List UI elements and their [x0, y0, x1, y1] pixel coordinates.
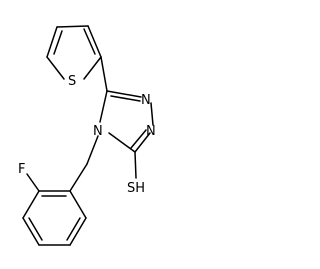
bond-thiophene-triazole — [100, 56, 108, 92]
bond-c3-c4 — [56, 25, 89, 28]
bond-n2-c3 — [134, 132, 151, 153]
fluorine-label: F — [18, 162, 25, 177]
bond-s-c2 — [83, 56, 102, 80]
bond-ch2-ring — [69, 163, 88, 192]
benzene-ring — [22, 190, 87, 246]
bond-c4-c5 — [46, 26, 58, 58]
bond-c3-n4 — [108, 132, 136, 153]
bond-c5-n1 — [106, 90, 142, 98]
structure-canvas: S N N N SH F — [18, 25, 156, 246]
bond-b2-b3 — [22, 190, 40, 219]
bond-c2-c3 — [87, 25, 102, 58]
thiophene-ring — [46, 25, 102, 80]
bond-n4-ch2 — [86, 135, 99, 165]
bond-b6-b1 — [69, 190, 87, 219]
bond-c3-sh — [134, 151, 137, 179]
triazole-ring — [99, 90, 154, 153]
bond-c5-n1-double — [110, 95, 141, 102]
bond-c5-s — [46, 56, 65, 80]
bond-n2-c3-double — [130, 129, 147, 149]
triazole-n4-label: N — [93, 124, 103, 139]
bond-b2-f — [26, 173, 40, 192]
bond-c2-c3-double — [83, 28, 96, 55]
bond-n1-n2 — [150, 102, 154, 126]
thiophene-sulfur-label: S — [68, 74, 76, 89]
thiol-label: SH — [127, 181, 145, 196]
molecule-drawing: S N N N SH F — [18, 25, 156, 246]
bond-c4-c5-double — [53, 30, 63, 55]
bond-b3-b4 — [22, 217, 40, 246]
bond-b3-b4-double — [28, 217, 43, 241]
triazole-n1-label: N — [141, 93, 151, 108]
bond-b5-b6 — [69, 217, 87, 246]
bond-n4-c5 — [99, 90, 108, 123]
bond-b5-b6-double — [66, 217, 81, 241]
triazole-n2-label: N — [146, 124, 156, 139]
